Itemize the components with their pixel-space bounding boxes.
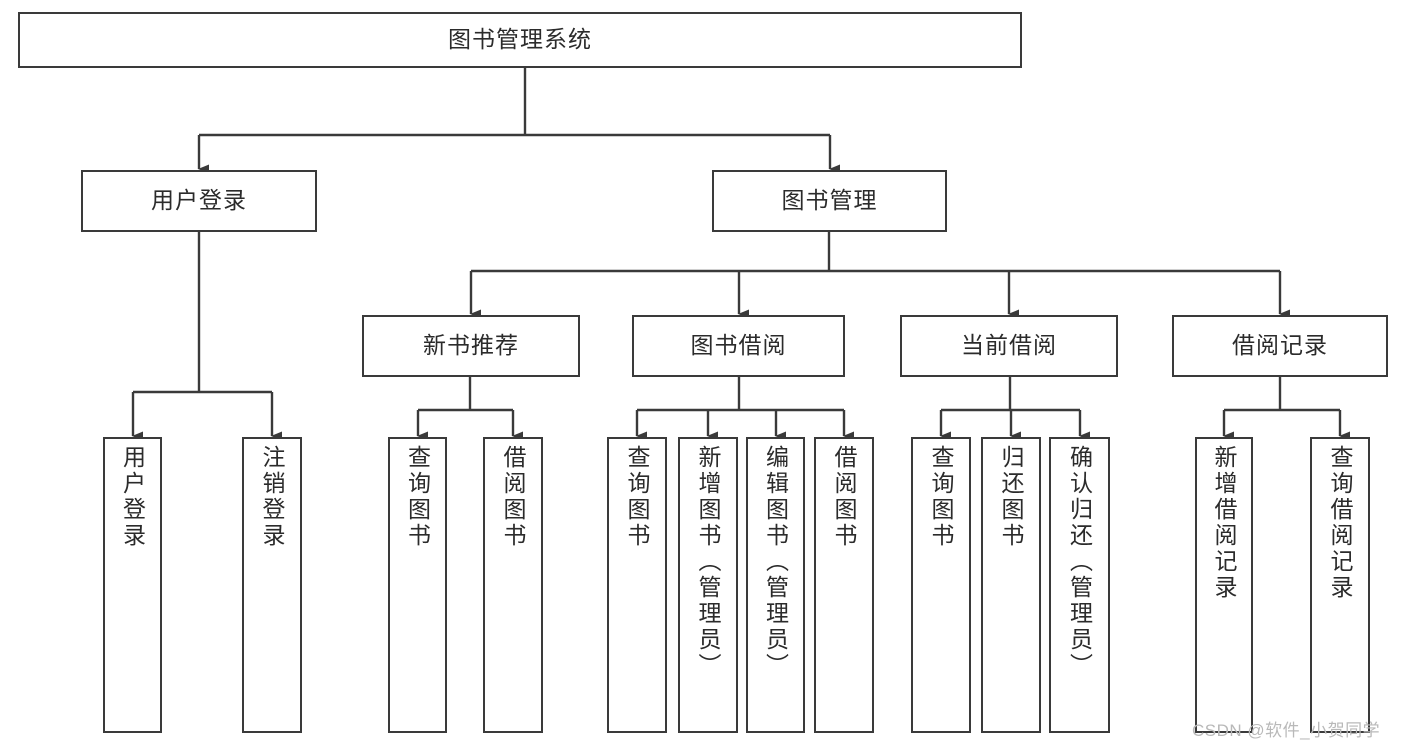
node-box-leaf8[interactable]: 借阅图书 — [814, 437, 874, 733]
node-label-leaf5: 查询图书 — [624, 445, 651, 549]
node-box-leaf10[interactable]: 归还图书 — [981, 437, 1041, 733]
node-label-leaf2: 注销登录 — [259, 445, 286, 549]
node-box-bookmgmt[interactable]: 图书管理 — [712, 170, 947, 232]
node-box-root[interactable]: 图书管理系统 — [18, 12, 1022, 68]
node-box-leaf6[interactable]: 新增图书（管理员） — [678, 437, 738, 733]
node-label-leaf8: 借阅图书 — [831, 445, 858, 549]
node-label-leaf3: 查询图书 — [404, 445, 431, 549]
node-box-login[interactable]: 用户登录 — [81, 170, 317, 232]
node-label-borrow: 图书借阅 — [690, 332, 787, 359]
node-box-current[interactable]: 当前借阅 — [900, 315, 1118, 377]
node-label-login: 用户登录 — [151, 187, 247, 214]
node-box-leaf11[interactable]: 确认归还（管理员） — [1049, 437, 1110, 733]
edge-path-group — [131, 68, 1350, 441]
node-box-leaf4[interactable]: 借阅图书 — [483, 437, 543, 733]
node-box-leaf2[interactable]: 注销登录 — [242, 437, 302, 733]
node-label-leaf10: 归还图书 — [998, 445, 1025, 549]
node-box-borrow[interactable]: 图书借阅 — [632, 315, 845, 377]
node-box-leaf5[interactable]: 查询图书 — [607, 437, 667, 733]
node-label-leaf11: 确认归还（管理员） — [1066, 445, 1093, 679]
node-label-root: 图书管理系统 — [448, 26, 592, 53]
node-box-leaf7[interactable]: 编辑图书（管理员） — [746, 437, 805, 733]
node-label-leaf7: 编辑图书（管理员） — [762, 445, 789, 679]
node-box-leaf1[interactable]: 用户登录 — [103, 437, 162, 733]
node-label-records: 借阅记录 — [1232, 332, 1328, 359]
node-label-bookmgmt: 图书管理 — [781, 187, 878, 214]
node-label-leaf12: 新增借阅记录 — [1211, 445, 1238, 601]
node-box-records[interactable]: 借阅记录 — [1172, 315, 1388, 377]
node-label-leaf13: 查询借阅记录 — [1327, 445, 1354, 601]
node-label-leaf1: 用户登录 — [119, 445, 146, 549]
node-box-leaf9[interactable]: 查询图书 — [911, 437, 971, 733]
node-label-current: 当前借阅 — [961, 332, 1057, 359]
node-box-newbook[interactable]: 新书推荐 — [362, 315, 580, 377]
node-label-leaf6: 新增图书（管理员） — [695, 445, 722, 679]
node-box-leaf13[interactable]: 查询借阅记录 — [1310, 437, 1370, 733]
node-label-newbook: 新书推荐 — [423, 332, 519, 359]
node-box-leaf3[interactable]: 查询图书 — [388, 437, 447, 733]
node-label-leaf4: 借阅图书 — [500, 445, 527, 549]
csdn-watermark: CSDN @软件_小贺同学 — [1192, 721, 1381, 740]
node-label-leaf9: 查询图书 — [928, 445, 955, 549]
node-box-leaf12[interactable]: 新增借阅记录 — [1195, 437, 1253, 733]
